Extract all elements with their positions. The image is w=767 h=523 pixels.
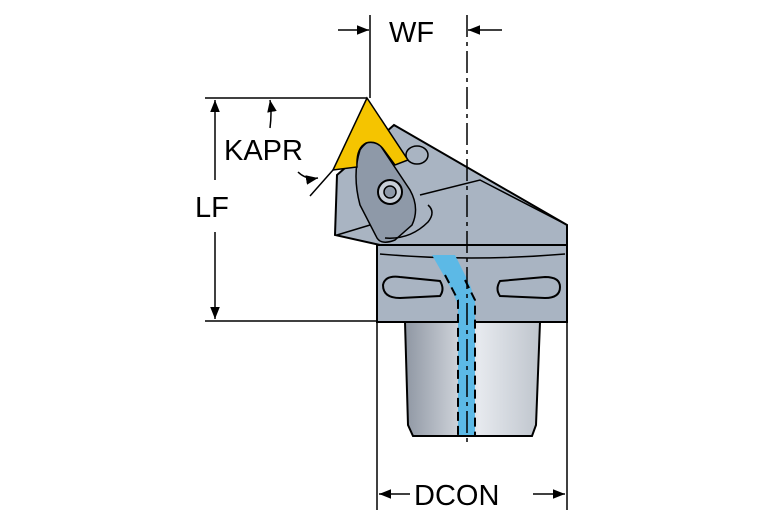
- lf-label: LF: [195, 192, 229, 224]
- lf-dimension: LF: [195, 97, 377, 322]
- cutting-insert: [331, 96, 410, 171]
- slot-left: [381, 275, 444, 300]
- wf-dimension: WF: [338, 15, 502, 98]
- kapr-label: KAPR: [224, 135, 303, 167]
- kapr-dimension: KAPR: [224, 99, 334, 197]
- slot-right: [496, 275, 562, 300]
- coolant-channel: [432, 255, 476, 435]
- dcon-label: DCON: [414, 480, 499, 512]
- dcon-dimension: DCON: [376, 245, 568, 512]
- wf-label: WF: [389, 17, 434, 49]
